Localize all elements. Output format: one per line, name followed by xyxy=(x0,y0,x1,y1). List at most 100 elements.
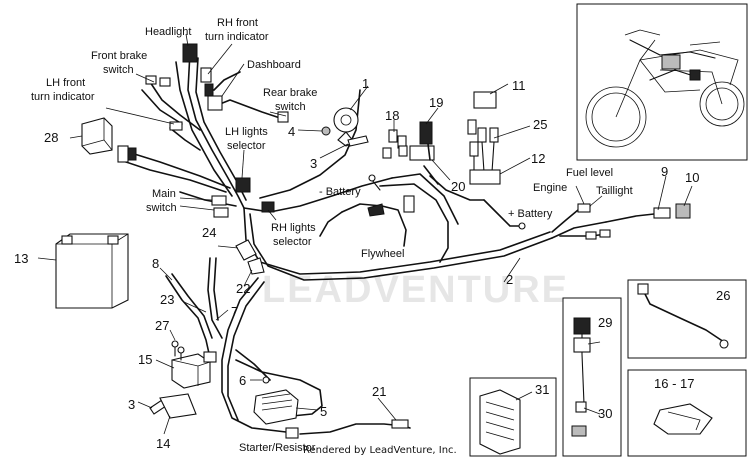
callout-31: 31 xyxy=(535,382,549,397)
screws-27 xyxy=(171,340,185,361)
callout-1: 1 xyxy=(362,76,369,91)
cap-24 xyxy=(235,239,257,261)
callout-3-lower: 3 xyxy=(128,397,135,412)
fuse-holder-19 xyxy=(409,121,435,161)
motorcycle-overview-icon xyxy=(576,3,748,161)
rh-lights-selector-connector xyxy=(261,201,275,213)
rh-turn-connector xyxy=(200,67,214,97)
fuel-level-connector xyxy=(577,203,591,213)
label-lh-lights-1: LH lights xyxy=(225,126,268,138)
callout-14: 14 xyxy=(156,436,170,451)
callout-10: 10 xyxy=(685,170,699,185)
callout-2: 2 xyxy=(506,272,513,287)
callout-25: 25 xyxy=(533,117,547,132)
taillight-connector xyxy=(585,229,611,240)
regulator-5 xyxy=(253,389,299,425)
callout-23: 23 xyxy=(160,292,174,307)
cable-8 xyxy=(165,273,213,359)
starter-connector xyxy=(285,427,299,439)
text-labels: Headlight RH front turn indicator Front … xyxy=(31,17,633,454)
label-minus-battery: - Battery xyxy=(319,186,361,198)
label-starter: Starter/Resistor xyxy=(239,442,316,454)
box-31 xyxy=(469,377,557,457)
front-brake-connector xyxy=(145,75,171,87)
connector-pair xyxy=(117,145,137,163)
callout-15: 15 xyxy=(138,352,152,367)
callout-3-upper: 3 xyxy=(310,156,317,171)
callout-28: 28 xyxy=(44,130,58,145)
callout-19: 19 xyxy=(429,95,443,110)
callout-24: 24 xyxy=(202,225,216,240)
callout-12: 12 xyxy=(531,151,545,166)
label-headlight: Headlight xyxy=(145,26,191,38)
watermark: LEADVENTURE xyxy=(262,269,569,311)
callout-13: 13 xyxy=(14,251,28,266)
callout-4: 4 xyxy=(288,124,295,139)
box-26 xyxy=(627,279,747,359)
main-switch-connectors xyxy=(211,195,229,218)
flywheel-connector xyxy=(367,195,415,217)
label-lh-front-turn-2: turn indicator xyxy=(31,91,95,103)
label-taillight: Taillight xyxy=(596,185,633,197)
label-rh-lights-1: RH lights xyxy=(271,222,316,234)
screw-6 xyxy=(262,376,270,384)
label-lh-front-turn-1: LH front xyxy=(46,77,85,89)
box-16-17 xyxy=(627,369,747,457)
cap-22 xyxy=(247,257,265,275)
cap-10 xyxy=(675,203,691,219)
callout-21: 21 xyxy=(372,384,386,399)
label-rh-front-turn-1: RH front xyxy=(217,17,258,29)
callout-9: 9 xyxy=(661,164,668,179)
fuse-box-12 xyxy=(469,169,501,185)
lead-9 xyxy=(605,207,671,223)
callout-8: 8 xyxy=(152,256,159,271)
label-rh-lights-2: selector xyxy=(273,236,312,248)
callout-6: 6 xyxy=(239,373,246,388)
lh-turn-connector xyxy=(169,121,183,131)
callout-7: 7 xyxy=(231,304,238,319)
plus-battery-terminal xyxy=(518,222,526,230)
callout-numbers: 1 2 3 3 4 5 6 7 8 9 10 11 12 13 14 15 18… xyxy=(14,76,730,451)
callout-5: 5 xyxy=(320,404,327,419)
label-dashboard: Dashboard xyxy=(247,59,301,71)
battery-icon xyxy=(55,233,129,309)
rear-brake-connector xyxy=(277,111,289,123)
nut-4 xyxy=(321,126,331,136)
lh-lights-selector-connector xyxy=(235,177,251,193)
minus-battery-terminal xyxy=(368,174,376,182)
leader-lines xyxy=(37,33,693,435)
callout-18: 18 xyxy=(385,108,399,123)
callout-20: 20 xyxy=(451,179,465,194)
label-plus-battery: + Battery xyxy=(508,208,553,220)
callout-16-17: 16 - 17 xyxy=(654,376,694,391)
label-main-switch-1: Main xyxy=(152,188,176,200)
fuses-25 xyxy=(467,119,499,173)
headlight-connector xyxy=(182,43,198,63)
label-front-brake-2: switch xyxy=(103,64,134,76)
box-29-30 xyxy=(562,297,622,457)
fuses-18 xyxy=(382,129,408,159)
lead-21 xyxy=(391,419,409,429)
callout-27: 27 xyxy=(155,318,169,333)
bracket-14 xyxy=(159,393,197,419)
credit-line: Rendered by LeadVenture, Inc. xyxy=(303,445,457,456)
label-lh-lights-2: selector xyxy=(227,140,266,152)
bolt-3-upper xyxy=(347,135,369,147)
label-engine: Engine xyxy=(533,182,567,194)
dashboard-connector xyxy=(207,95,223,111)
callout-11: 11 xyxy=(512,78,526,93)
label-fuel-level: Fuel level xyxy=(566,167,613,179)
label-rh-front-turn-2: turn indicator xyxy=(205,31,269,43)
callout-26: 26 xyxy=(716,288,730,303)
callout-30: 30 xyxy=(598,406,612,421)
ignition-coil-15 xyxy=(171,351,217,389)
callout-29: 29 xyxy=(598,315,612,330)
label-main-switch-2: switch xyxy=(146,202,177,214)
callout-22: 22 xyxy=(236,281,250,296)
label-rear-brake-1: Rear brake xyxy=(263,87,317,99)
label-flywheel: Flywheel xyxy=(361,248,404,260)
cable-23 xyxy=(207,257,223,339)
label-rear-brake-2: switch xyxy=(275,101,306,113)
relay-28 xyxy=(81,117,113,155)
